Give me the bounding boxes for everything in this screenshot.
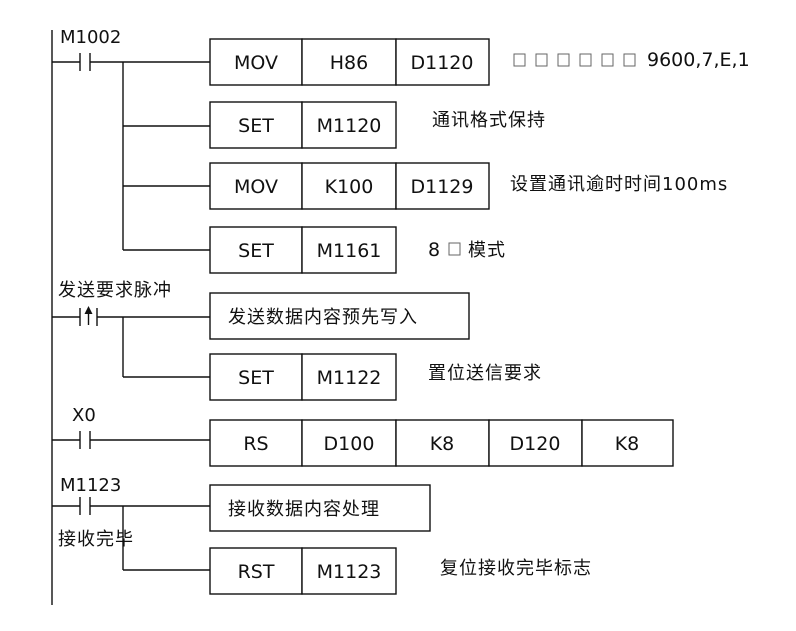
instruction-cell: SET — [238, 115, 274, 137]
comment: 置位送信要求 — [428, 363, 542, 384]
contact-sublabel: 接收完毕 — [58, 529, 134, 550]
comment-prefix: 8 — [428, 239, 440, 261]
instruction-cell: MOV — [234, 52, 278, 74]
comment: 通讯格式保持 — [432, 110, 546, 131]
contact-label: M1123 — [60, 475, 121, 496]
instruction-rs: RS D100 K8 D120 K8 — [209, 419, 674, 467]
instruction-set-m1120: SET M1120 — [209, 101, 397, 149]
instruction-cell: H86 — [330, 52, 368, 74]
instruction-cell: D1120 — [411, 52, 474, 74]
contact-label: 发送要求脉冲 — [58, 280, 172, 301]
comment: 9600,7,E,1 — [647, 49, 750, 71]
instruction-cell: K8 — [615, 433, 640, 455]
contact-rising-edge — [52, 306, 210, 326]
rung-1: M1002 MOV H86 D1120 9600,7,E,1 — [52, 27, 750, 274]
instruction-cell: D1129 — [411, 176, 474, 198]
instruction-cell: RST — [238, 561, 275, 583]
instruction-write-send-data: 发送数据内容预先写入 — [209, 292, 470, 340]
missing-glyph-placeholder — [448, 242, 461, 256]
rung-4: M1123 接收完毕 接收数据内容处理 RST M1123 复位接收完毕标志 — [52, 475, 592, 595]
missing-glyph-placeholders — [513, 53, 636, 67]
contact-label: X0 — [72, 405, 96, 426]
rung-2: 发送要求脉冲 发送数据内容预先写入 SET M1122 置位送信要求 — [52, 280, 542, 401]
instruction-cell: 发送数据内容预先写入 — [228, 307, 418, 328]
instruction-cell: M1161 — [317, 240, 382, 262]
instruction-set-m1161: SET M1161 — [209, 226, 397, 274]
instruction-cell: SET — [238, 367, 274, 389]
instruction-cell: D100 — [324, 433, 375, 455]
instruction-cell: D120 — [510, 433, 561, 455]
comment: 复位接收完毕标志 — [440, 558, 592, 579]
comment: 模式 — [468, 240, 506, 261]
contact-normally-open — [52, 497, 210, 515]
instruction-cell: M1120 — [317, 115, 382, 137]
contact-label: M1002 — [60, 27, 121, 48]
instruction-mov-k100-d1129: MOV K100 D1129 — [209, 162, 490, 210]
comment: 设置通讯逾时时间100ms — [510, 174, 728, 195]
contact-normally-open — [52, 53, 210, 71]
instruction-cell: SET — [238, 240, 274, 262]
instruction-cell: RS — [243, 433, 268, 455]
instruction-cell: K100 — [325, 176, 374, 198]
contact-normally-open — [52, 431, 210, 449]
instruction-cell: MOV — [234, 176, 278, 198]
instruction-rst-m1123: RST M1123 — [209, 547, 397, 595]
instruction-set-m1122: SET M1122 — [209, 353, 397, 401]
instruction-cell: M1123 — [317, 561, 382, 583]
instruction-process-received-data: 接收数据内容处理 — [209, 484, 431, 532]
instruction-cell: 接收数据内容处理 — [228, 499, 380, 520]
rung-3: X0 RS D100 K8 D120 K8 — [52, 405, 674, 467]
instruction-cell: K8 — [430, 433, 455, 455]
instruction-cell: M1122 — [317, 367, 382, 389]
instruction-mov-h86-d1120: MOV H86 D1120 — [209, 38, 490, 86]
